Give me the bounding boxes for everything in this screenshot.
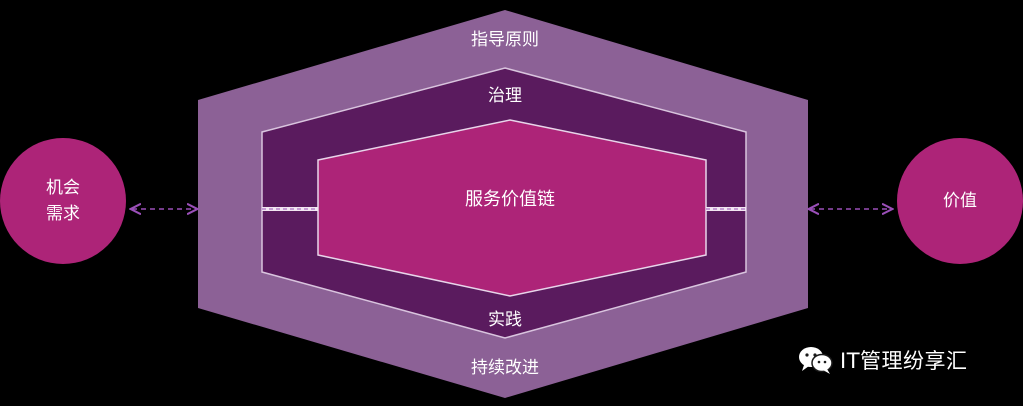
label-continual-improvement: 持续改进 (471, 358, 539, 378)
output-circle-value (897, 138, 1023, 264)
label-practices: 实践 (488, 310, 522, 330)
input-label-line1: 机会 (46, 178, 80, 198)
label-guiding-principles: 指导原则 (471, 30, 539, 50)
right-connector-strip (706, 207, 746, 211)
output-label: 价值 (943, 191, 977, 211)
wechat-icon (799, 347, 833, 374)
core-hexagon-service-value-chain (317, 119, 707, 297)
input-label-line2: 需求 (46, 204, 80, 224)
watermark-text: IT管理纷享汇 (840, 349, 968, 373)
label-governance: 治理 (488, 86, 522, 106)
watermark: IT管理纷享汇 (798, 342, 968, 378)
input-circle-opportunity-demand (0, 138, 126, 264)
label-service-value-chain: 服务价值链 (465, 189, 555, 210)
